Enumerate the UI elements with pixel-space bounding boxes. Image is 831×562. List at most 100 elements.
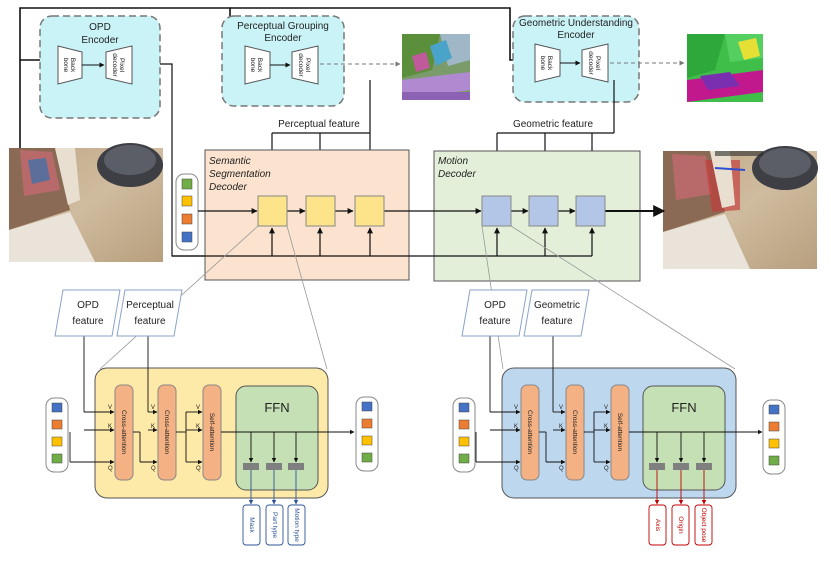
left-q-3: Q [196,466,201,472]
opd-backbone-label-1: Back [69,58,76,73]
opd-encoder: OPD Encoder Back bone Pixel decoder [39,15,161,119]
perceptual-feature-label: Perceptual feature [278,119,360,130]
right-q-1: Q [514,466,519,472]
opd-backbone-label-2: bone [62,58,69,73]
output-motion-type: Motion type [293,508,300,542]
output-origin: Origin [677,516,684,534]
right-output-heads [648,470,713,546]
ffn-label-right: FFN [671,400,696,415]
motion-layer-1 [481,195,512,227]
perceptual-pixel-label-2: decoder [297,53,304,77]
right-q-2: Q [559,466,564,472]
motion-decoder-title-1: Motion [438,156,468,167]
opd-encoder-title-2: Encoder [81,35,119,46]
perceptual-encoder-title-2: Encoder [264,33,302,44]
opd-feature-right: OPD feature [461,289,528,337]
semantic-layer-2 [305,195,336,227]
perceptual-backbone-label-2: bone [249,58,256,73]
left-input-tokens [45,397,69,473]
right-v-3: V [604,405,608,411]
right-input-tokens [452,397,476,473]
motion-layer-detail: FFN Cross-attention Cross-attention Self… [475,336,763,499]
left-k-1: K [108,424,112,430]
semantic-decoder-title-2: Segmentation [209,169,271,180]
geometric-backbone-label-2: bone [539,56,546,71]
semantic-layer-detail: FFN Cross-attention Cross-attention Self… [69,336,355,499]
perceptual-encoder-title-1: Perceptual Grouping [237,21,329,32]
output-part-type: Part type [271,512,278,538]
opd-feature-left-2: feature [72,316,104,327]
perceptual-pixel-decoder-block [291,45,319,85]
output-mask: Mask [248,517,255,533]
geometric-pixel-label-1: Pixel [594,56,601,71]
left-q-1: Q [108,466,113,472]
geometric-backbone-label-1: Back [546,56,553,71]
right-q-3: Q [604,466,609,472]
geometric-encoder-title-2: Encoder [557,30,595,41]
perceptual-grouping-encoder: Perceptual Grouping Encoder Back bone Pi… [221,15,345,107]
right-cross-attention-1: Cross-attention [526,410,533,454]
query-flow [172,205,666,257]
geometric-understanding-encoder: Geometric Understanding Encoder Back bon… [512,15,640,103]
left-output-tokens [355,396,379,472]
right-k-3: K [604,424,608,430]
semantic-decoder-title-1: Semantic [209,156,251,167]
geometric-encoder-title-1: Geometric Understanding [519,18,633,29]
geometric-pixel-label-2: decoder [587,51,594,75]
right-v-1: V [514,405,518,411]
perceptual-feature-box: Perceptual feature [116,289,183,337]
output-axis: Axis [654,519,661,532]
left-q-2: Q [151,466,156,472]
geometric-pixel-decoder-block [581,43,609,83]
left-cross-attention-1: Cross-attention [120,410,127,454]
opd-feature-left: OPD feature [54,289,121,337]
motion-layer-2 [528,195,559,227]
input-query-tokens [175,173,199,251]
opd-pixel-label-1: Pixel [118,58,125,73]
right-output-tokens [762,399,786,475]
left-v-3: V [196,405,200,411]
opd-feature-right-1: OPD [484,300,506,311]
right-v-2: V [559,405,563,411]
opd-pixel-label-2: decoder [111,53,118,77]
perceptual-feature-box-2: feature [134,316,166,327]
geometric-feature-box-1: Geometric [534,300,580,311]
geometric-feature-box: Geometric feature [523,289,590,337]
left-output-heads [242,470,306,546]
perceptual-grouping-visualization [402,34,470,100]
motion-layer-3 [575,195,606,227]
opd-feature-right-2: feature [479,316,511,327]
right-k-1: K [514,424,518,430]
left-cross-attention-2: Cross-attention [163,410,170,454]
semantic-decoder-title-3: Decoder [209,182,247,193]
input-image [9,143,163,262]
perceptual-pixel-label-1: Pixel [304,58,311,73]
opd-feature-left-1: OPD [77,300,99,311]
motion-decoder-layers [481,195,606,227]
opd-pixel-decoder-block [105,45,133,85]
left-k-2: K [151,424,155,430]
left-self-attention: Self-attention [208,413,215,452]
right-self-attention: Self-attention [616,413,623,452]
right-cross-attention-2: Cross-attention [571,410,578,454]
geometric-feature-box-2: feature [541,316,573,327]
ffn-label-left: FFN [264,400,289,415]
perceptual-feature-box-1: Perceptual [126,300,174,311]
opd-encoder-title-1: OPD [89,22,111,33]
left-k-3: K [196,424,200,430]
opd-backbone-block [57,45,83,85]
perceptual-backbone-block [244,45,271,85]
perceptual-backbone-label-1: Back [256,58,263,73]
left-v-1: V [108,405,112,411]
semantic-layer-3 [354,195,385,227]
left-v-2: V [151,405,155,411]
geometric-feature-label: Geometric feature [513,119,593,130]
right-k-2: K [559,424,563,430]
semantic-decoder-layers [257,195,385,227]
geometric-backbone-block [534,43,561,83]
output-object-pose: Object pose [700,508,707,543]
semantic-layer-1 [257,195,288,227]
output-image [663,146,818,269]
geometric-understanding-visualization [687,34,763,102]
